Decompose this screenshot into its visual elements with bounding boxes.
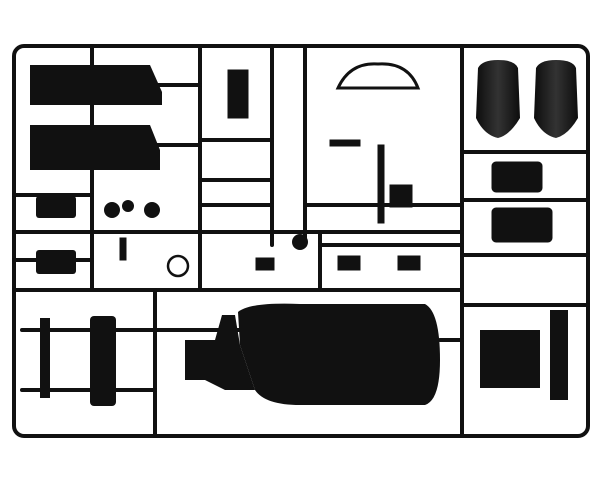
frame-rail-part xyxy=(550,310,568,400)
seat-left xyxy=(476,60,520,138)
grille-part xyxy=(480,330,540,388)
block-part-1 xyxy=(255,257,275,271)
chassis-floor xyxy=(185,303,440,405)
strip-part xyxy=(40,318,50,398)
rod-part-1 xyxy=(377,144,385,224)
mudflap-part-2 xyxy=(36,250,76,274)
door-panel-lower xyxy=(30,125,160,170)
mudflap-part-1 xyxy=(36,196,76,218)
arch-part xyxy=(335,62,421,90)
floor-front-section xyxy=(185,315,255,390)
steering-wheel xyxy=(166,254,190,278)
engine-block-2 xyxy=(491,207,553,243)
door-panel-parts xyxy=(30,65,162,274)
left-lower-parts xyxy=(40,316,116,406)
sprue-frame xyxy=(12,44,590,438)
knob-part-2 xyxy=(122,200,134,212)
seat-parts xyxy=(476,60,578,138)
knob-part-1 xyxy=(104,202,120,218)
grille-parts xyxy=(480,310,568,400)
knob-part-3 xyxy=(144,202,160,218)
round-boss xyxy=(292,234,308,250)
bracket-part xyxy=(389,184,413,208)
box-part xyxy=(227,69,249,119)
door-panel-upper xyxy=(30,65,162,105)
block-part-2 xyxy=(337,255,361,271)
small-parts xyxy=(119,62,553,271)
bumper-part xyxy=(90,316,116,406)
round-parts xyxy=(104,200,308,278)
seat-right xyxy=(534,60,578,138)
floor-pan xyxy=(238,303,440,405)
outer-frame xyxy=(12,44,590,438)
rod-part-2 xyxy=(329,139,361,147)
lever-part xyxy=(119,237,127,261)
engine-block-1 xyxy=(491,161,543,193)
block-part-3 xyxy=(397,255,421,271)
